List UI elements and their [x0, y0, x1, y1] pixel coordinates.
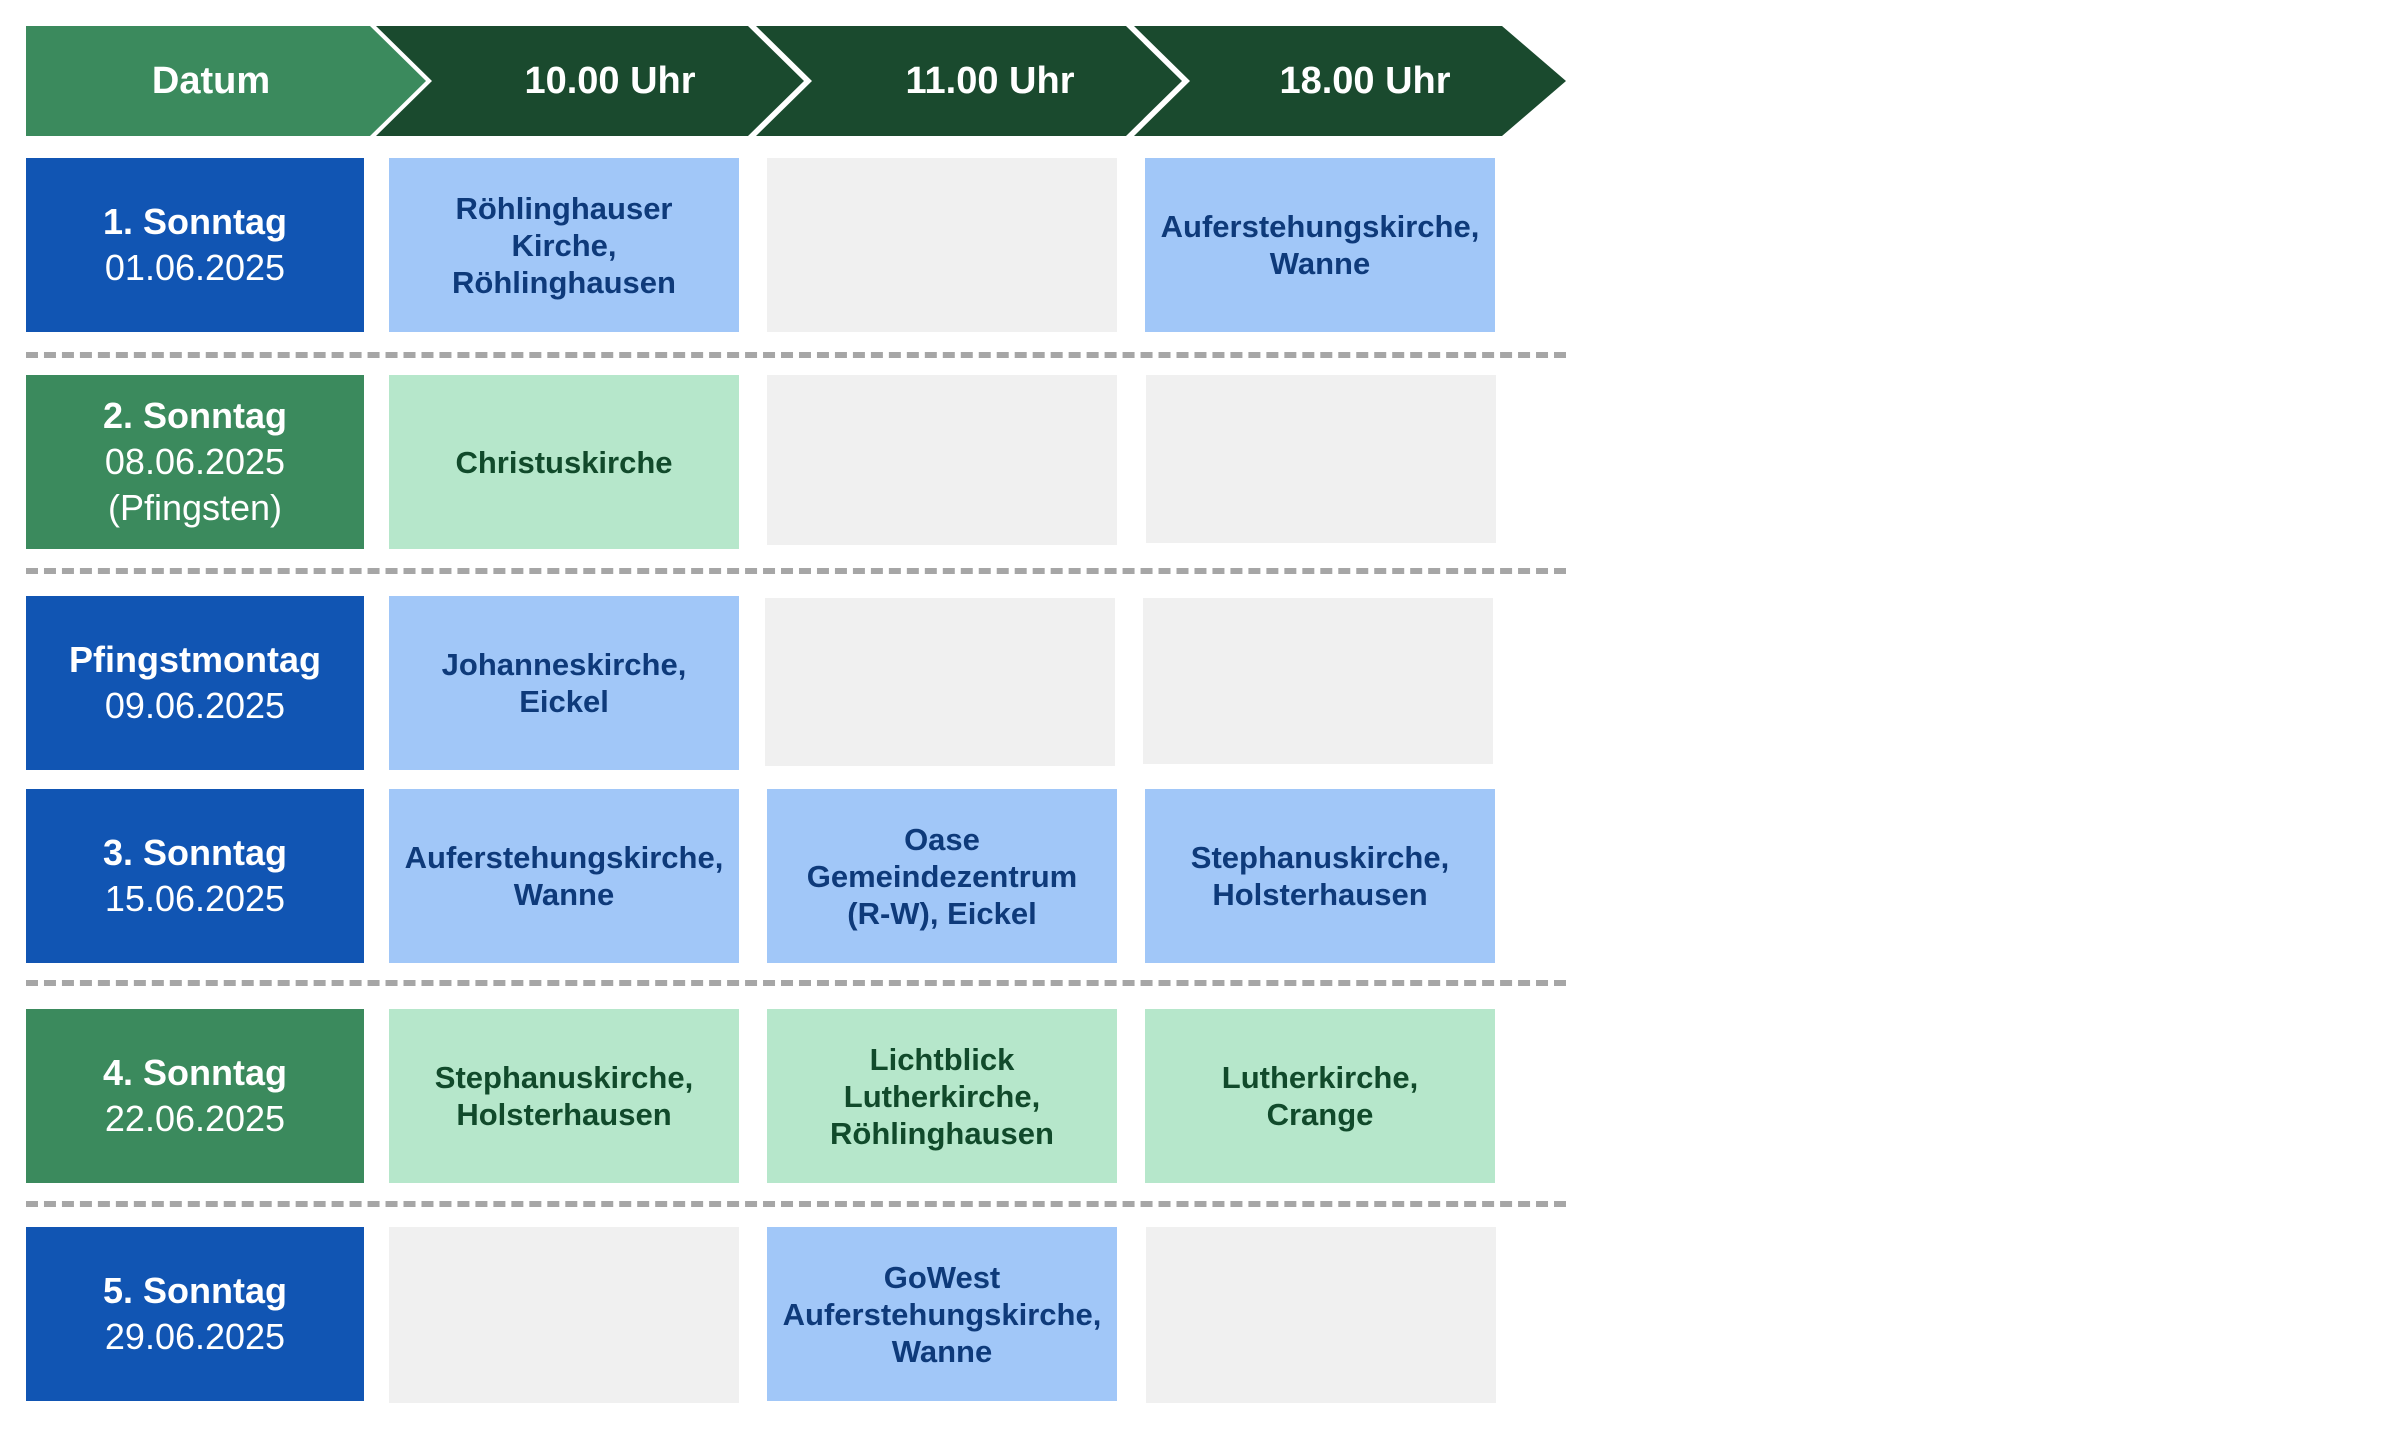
slot-row-6-1100: GoWest Auferstehungskirche, Wanne	[767, 1227, 1117, 1401]
date-value: 15.06.2025	[104, 878, 286, 919]
row-divider	[26, 980, 1566, 986]
slot-row-6-1800	[1146, 1227, 1496, 1403]
date-title: 1. Sonntag	[102, 201, 287, 242]
date-title: 3. Sonntag	[102, 832, 287, 873]
date-value: 22.06.2025	[104, 1098, 286, 1139]
slot-row-3-1100	[765, 598, 1115, 766]
slot-row-3-1800	[1143, 598, 1493, 764]
date-note: (Pfingsten)	[107, 487, 283, 528]
date-title: Pfingstmontag	[69, 639, 321, 680]
slot-row-2-1100	[767, 375, 1117, 545]
slot-location: Lutherkirche, Crange	[1221, 1060, 1419, 1132]
slot-row-5-1000: Stephanuskirche, Holsterhausen	[389, 1009, 739, 1183]
slot-row-5-1100: Lichtblick Lutherkirche, Röhlinghausen	[767, 1009, 1117, 1183]
slot-row-1-1100	[767, 158, 1117, 332]
slot-location: Röhlinghauser Kirche, Röhlinghausen	[452, 190, 676, 300]
slot-location: Johanneskirche, Eickel	[441, 647, 687, 719]
slot-location: Stephanuskirche, Holsterhausen	[434, 1060, 694, 1132]
date-title: 5. Sonntag	[102, 1270, 287, 1311]
slot-row-1-1000: Röhlinghauser Kirche, Röhlinghausen	[389, 158, 739, 332]
date-title: 2. Sonntag	[102, 395, 287, 436]
date-cell-row-6: 5. Sonntag 29.06.2025	[26, 1227, 364, 1401]
slot-row-4-1000: Auferstehungskirche, Wanne	[389, 789, 739, 963]
slot-location: Christuskirche	[455, 444, 673, 480]
header-label-1800: 18.00 Uhr	[1279, 59, 1451, 102]
date-value: 09.06.2025	[104, 685, 286, 726]
slot-row-2-1800	[1146, 375, 1496, 543]
row-divider	[26, 352, 1566, 358]
date-value: 08.06.2025	[104, 441, 286, 482]
slot-location: Auferstehungskirche, Wanne	[404, 840, 724, 912]
slot-row-2-1000: Christuskirche	[389, 375, 739, 549]
slot-location: Oase Gemeindezentrum (R-W), Eickel	[806, 821, 1078, 931]
slot-row-4-1100: Oase Gemeindezentrum (R-W), Eickel	[767, 789, 1117, 963]
slot-row-5-1800: Lutherkirche, Crange	[1145, 1009, 1495, 1183]
slot-location: Auferstehungskirche, Wanne	[1160, 209, 1480, 281]
slot-row-4-1800: Stephanuskirche, Holsterhausen	[1145, 789, 1495, 963]
row-divider	[26, 1201, 1566, 1207]
header-label-1100: 11.00 Uhr	[905, 59, 1075, 102]
date-value: 01.06.2025	[104, 247, 286, 288]
slot-row-3-1000: Johanneskirche, Eickel	[389, 596, 739, 770]
date-title: 4. Sonntag	[102, 1052, 287, 1093]
date-cell-row-1: 1. Sonntag 01.06.2025	[26, 158, 364, 332]
header-chevron-1100	[756, 26, 1182, 136]
date-cell-row-4: 3. Sonntag 15.06.2025	[26, 789, 364, 963]
slot-location: GoWest Auferstehungskirche, Wanne	[782, 1259, 1102, 1369]
date-cell-row-3: Pfingstmontag 09.06.2025	[26, 596, 364, 770]
date-value: 29.06.2025	[104, 1316, 286, 1357]
header-chevron-datum	[26, 26, 426, 136]
header-banner	[26, 26, 1566, 136]
date-cell-row-2: 2. Sonntag 08.06.2025 (Pfingsten)	[26, 375, 364, 549]
slot-location: Stephanuskirche, Holsterhausen	[1190, 840, 1450, 912]
date-cell-row-5: 4. Sonntag 22.06.2025	[26, 1009, 364, 1183]
header-chevron-1000	[376, 26, 804, 136]
header-label-1000: 10.00 Uhr	[524, 59, 696, 102]
slot-row-6-1000	[389, 1227, 739, 1403]
row-divider	[26, 568, 1566, 574]
slot-location: Lichtblick Lutherkirche, Röhlinghausen	[830, 1041, 1054, 1151]
header-chevron-1800	[1134, 26, 1566, 136]
header-label-datum: Datum	[151, 59, 271, 102]
slot-row-1-1800: Auferstehungskirche, Wanne	[1145, 158, 1495, 332]
